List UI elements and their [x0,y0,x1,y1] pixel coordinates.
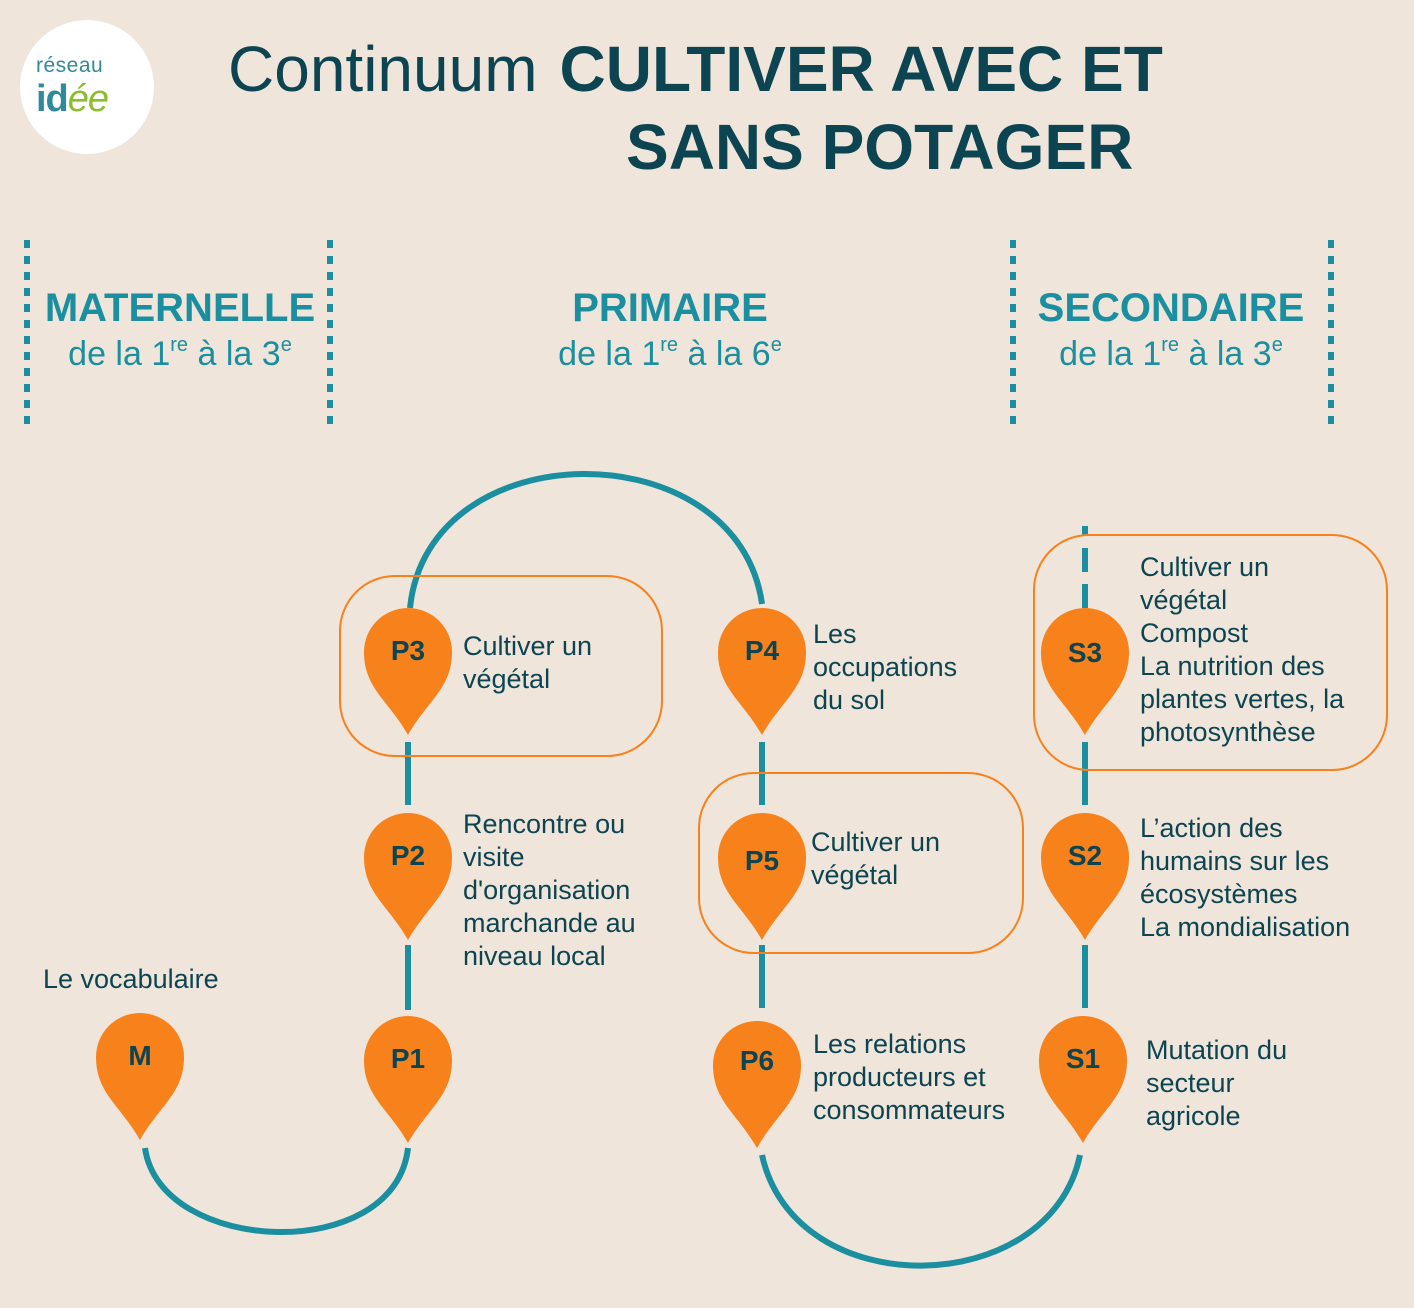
step-line: occupations [813,652,958,682]
pin-P2 [364,813,452,940]
range-end-suffix: e [1271,334,1283,356]
step-line: Les [813,619,857,649]
range-start: de la 1 [1059,335,1162,373]
step-line: visite [463,842,525,872]
step-line: Cultiver un [463,631,593,661]
column-primaire: PRIMAIRE de la 1re à la 6e [510,284,830,376]
step-line: Mutation du [1146,1035,1288,1065]
step-line: consommateurs [813,1095,1006,1125]
column-dividers [24,240,1334,432]
range-end: à la 3 [1179,335,1272,373]
step-text-P5: Cultiver un végétal [811,826,940,892]
pin-label-P4: P4 [744,635,780,666]
step-line: humains sur les [1140,846,1330,876]
arc-m-p1 [142,1147,411,1235]
step-line: secteur [1146,1068,1235,1098]
step-line: Cultiver un [1140,552,1270,582]
range-end-suffix: e [770,334,782,356]
step-line: Les relations [813,1029,967,1059]
step-line: Cultiver un [811,827,941,857]
range-start: de la 1 [558,335,661,373]
title-light: Continuum [228,33,538,105]
step-line: Rencontre ou [463,809,626,839]
step-text-S3: Cultiver un végétal Compost La nutrition… [1140,551,1344,749]
title-bold-line1: CULTIVER AVEC ET [559,33,1163,105]
pin-P3 [364,608,452,735]
pin-label-P3: P3 [390,635,426,666]
step-line: La nutrition des [1140,651,1325,681]
logo-text-top: réseau [36,54,104,77]
highlight-boxes [339,534,1388,954]
pin-label-S1: S1 [1065,1043,1101,1074]
pin-label-S2: S2 [1067,840,1103,871]
highlight-p3 [339,575,663,757]
column-range: de la 1re à la 3e [1026,332,1316,376]
step-line: d'organisation [463,875,631,905]
range-end-suffix: e [280,334,292,356]
range-start-suffix: re [170,334,189,356]
step-text-S1: Mutation du secteur agricole [1146,1034,1287,1133]
step-line: végétal [1140,585,1228,615]
column-maternelle: MATERNELLE de la 1re à la 3e [38,284,322,376]
pin-label-M: M [128,1040,152,1071]
step-line: végétal [463,664,551,694]
logo [20,20,154,154]
pin-P6 [713,1021,801,1148]
range-start: de la 1 [68,335,171,373]
step-line: producteurs et [813,1062,986,1092]
step-text-S2: L’action des humains sur les écosystèmes… [1140,812,1350,944]
pin-M [96,1013,184,1140]
pins [96,608,1129,1148]
step-line: marchande au [463,908,636,938]
step-text-P3: Cultiver un végétal [463,630,592,696]
path-connectors [142,471,1088,1269]
pin-P5 [718,813,806,940]
pin-label-S3: S3 [1067,637,1103,668]
step-text-M: Le vocabulaire [43,963,219,996]
pin-S1 [1039,1016,1127,1143]
step-line: Compost [1140,618,1249,648]
logo-text-bottom: idée [36,78,109,121]
step-line: du sol [813,685,886,715]
arc-p3-p4 [407,471,765,609]
step-line: végétal [811,860,899,890]
page-title: Continuum CULTIVER AVEC ET SANS POTAGER [228,30,1378,183]
step-line: photosynthèse [1140,717,1316,747]
range-start-suffix: re [1161,334,1180,356]
step-line: Le vocabulaire [43,964,219,994]
column-name: SECONDAIRE [1037,286,1305,330]
column-range: de la 1re à la 6e [510,332,830,376]
step-line: agricole [1146,1101,1241,1131]
range-end: à la 6 [678,335,771,373]
logo-ee: ée [67,78,109,120]
logo-id: id [36,78,69,120]
pin-S3 [1041,608,1129,735]
column-range: de la 1re à la 3e [38,332,322,376]
pin-P4 [718,608,806,735]
highlight-p5 [698,772,1024,954]
title-bold-line2: SANS POTAGER [626,111,1134,183]
step-line: L’action des [1140,813,1283,843]
step-text-P4: Les occupations du sol [813,618,957,717]
pin-label-P2: P2 [390,840,426,871]
column-secondaire: SECONDAIRE de la 1re à la 3e [1026,284,1316,376]
pin-label-P5: P5 [744,845,780,876]
pin-label-P1: P1 [390,1043,426,1074]
range-end: à la 3 [188,335,281,373]
step-text-P6: Les relations producteurs et consommateu… [813,1028,1005,1127]
pin-S2 [1041,813,1129,940]
arc-p6-s1 [759,1154,1083,1269]
step-line: plantes vertes, la [1140,684,1345,714]
step-line: niveau local [463,941,606,971]
step-line: écosystèmes [1140,879,1298,909]
column-name: MATERNELLE [44,286,316,330]
column-name: PRIMAIRE [572,286,768,330]
pin-P1 [364,1016,452,1143]
step-line: La mondialisation [1140,912,1351,942]
step-text-P2: Rencontre ou visite d'organisation march… [463,808,636,973]
highlight-s3 [1033,534,1388,771]
pin-label-P6: P6 [739,1045,775,1076]
range-start-suffix: re [660,334,679,356]
